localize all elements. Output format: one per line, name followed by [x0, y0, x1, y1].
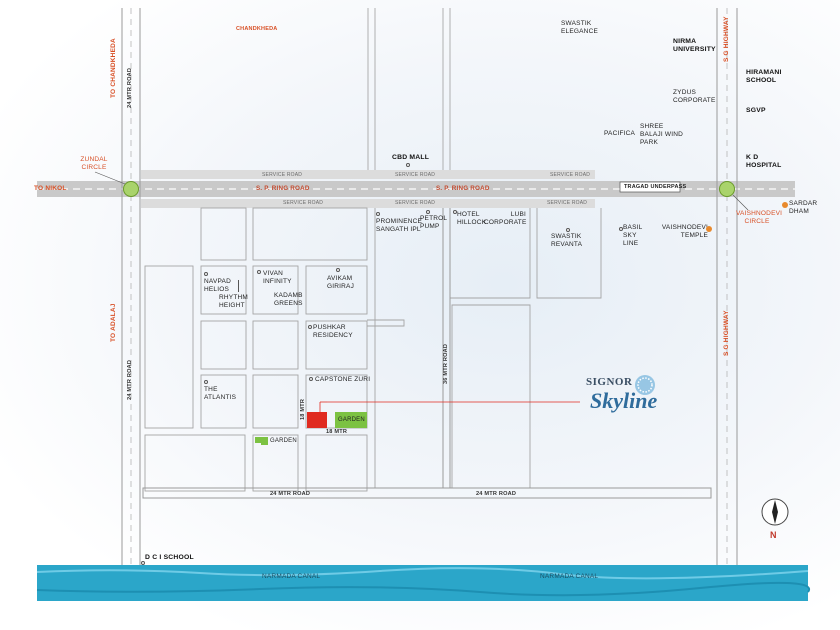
label-service-road: SERVICE ROAD [395, 200, 436, 206]
label-18-mtr: 18 MTR [326, 429, 348, 435]
landmark-marker [336, 268, 340, 272]
sg-highway [716, 8, 738, 565]
label-rhythm-height: RHYTHM HEIGHT [219, 294, 249, 310]
label-sp-ring-road: S. P. RING ROAD [436, 185, 490, 192]
road-24m-south [142, 487, 712, 499]
narmada-canal [36, 565, 811, 601]
city-blocks [144, 207, 602, 492]
label-narmada-canal-east: NARMADA CANAL [540, 573, 599, 580]
zundal-circle-marker [123, 181, 139, 197]
label-petrol-pump: PETROL PUMP [420, 215, 447, 231]
label-cbd-mall: CBD MALL [392, 154, 430, 161]
project-site-marker [307, 412, 327, 428]
label-sg-highway-south: S G HIGHWAY [723, 310, 730, 356]
label-24-mtr-road-west: 24 MTR ROAD [127, 359, 133, 400]
tragad-underpass-box [619, 181, 681, 193]
label-avikam-giriraj: AVIKAM GIRIRAJ [327, 275, 355, 291]
label-basil-sky-line: BASIL SKY LINE [623, 224, 643, 248]
label-to-chandkheda: TO CHANDKHEDA [110, 38, 117, 98]
label-nirma-university: NIRMA UNIVERSITY [673, 38, 716, 54]
label-kd-hospital: K D HOSPITAL [746, 154, 782, 170]
compass-north-label: N [770, 530, 777, 540]
label-tragad-underpass: TRAGAD UNDERPASS [624, 184, 687, 190]
label-zundal-circle: ZUNDAL CIRCLE [80, 156, 108, 172]
connector-line [238, 280, 239, 292]
label-sp-ring-road: S. P. RING ROAD [256, 185, 310, 192]
label-36-mtr-road: 36 MTR ROAD [443, 343, 449, 384]
label-dci-school: D C I SCHOOL [145, 554, 194, 561]
label-sg-highway-north: S G HIGHWAY [723, 16, 730, 62]
landmark-marker [309, 377, 313, 381]
label-service-road: SERVICE ROAD [547, 200, 588, 206]
road-24m-west [121, 8, 141, 565]
label-the-atlantis: THE ATLANTIS [204, 386, 237, 402]
label-chandkheda: CHANDKHEDA [236, 26, 278, 32]
label-pacifica: PACIFICA [604, 130, 636, 137]
label-hotel-hillock: HOTEL HILLOCK [457, 211, 487, 227]
label-to-nikol: TO NIKOL [34, 185, 67, 192]
landmark-marker [204, 380, 208, 384]
label-vivan-infinity: VIVAN INFINITY [263, 270, 292, 286]
label-vaishnodevi-temple: VAISHNODEVI TEMPLE [661, 224, 708, 240]
label-garden-east: GARDEN [338, 417, 365, 423]
label-24-mtr-road-south-2: 24 MTR ROAD [476, 491, 517, 497]
label-24-mtr-road-south: 24 MTR ROAD [270, 491, 311, 497]
label-swastik-elegance: SWASTIK ELEGANCE [561, 20, 599, 36]
compass-icon [761, 498, 789, 526]
landmark-marker [426, 210, 430, 214]
label-18-mtr-vertical: 18 MTR [300, 398, 306, 420]
landmark-marker [406, 163, 410, 167]
label-service-road: SERVICE ROAD [262, 172, 303, 178]
landmark-marker [257, 270, 261, 274]
road-36m [442, 208, 451, 488]
label-to-adalaj: TO ADALAJ [110, 303, 117, 342]
temple-marker [706, 226, 712, 232]
landmark-marker [204, 272, 208, 276]
label-kadamb-greens: KADAMB GREENS [274, 292, 303, 308]
label-vaishnodevi-circle: VAISHNODEVI CIRCLE [736, 210, 783, 226]
label-narmada-canal-west: NARMADA CANAL [262, 573, 321, 580]
label-shree-balaji-wind-park: SHREE BALAJI WIND PARK [640, 123, 684, 147]
label-service-road: SERVICE ROAD [550, 172, 591, 178]
brand-logo-mark [635, 375, 655, 395]
label-pushkar-residency: PUSHKAR RESIDENCY [313, 324, 353, 340]
landmark-marker [566, 228, 570, 232]
label-swastik-revanta: SWASTIK REVANTA [551, 233, 583, 249]
label-garden-west: GARDEN [270, 438, 297, 444]
brand-name-main: Skyline [590, 388, 658, 413]
label-sardar-dham: SARDAR DHAM [789, 200, 818, 216]
label-service-road: SERVICE ROAD [283, 200, 324, 206]
landmark-marker [376, 212, 380, 216]
label-zydus-corporate: ZYDUS CORPORATE [673, 89, 716, 105]
north-streets [367, 8, 451, 170]
brand-name-top: SIGNOR [586, 376, 633, 388]
service-road-south [141, 199, 595, 208]
label-24-mtr-road-north: 24 MTR ROAD [127, 67, 133, 108]
label-capstone-zuri: CAPSTONE ZURI [315, 376, 371, 383]
label-prominence-sangath: PROMINENCE SANGATH IPL [376, 218, 423, 234]
label-hiramani-school: HIRAMANI SCHOOL [746, 69, 782, 85]
landmark-marker [308, 325, 312, 329]
landmark-marker [141, 561, 145, 565]
sp-ring-road [37, 181, 795, 197]
sardar-dham-marker [782, 202, 788, 208]
label-service-road: SERVICE ROAD [395, 172, 436, 178]
landmark-marker [619, 227, 623, 231]
landmark-marker [453, 210, 457, 214]
garden-patch-west [255, 437, 268, 445]
vaishnodevi-circle-marker [719, 181, 735, 197]
garden-patch-east [335, 412, 367, 428]
label-lubi-corporate: LUBI CORPORATE [484, 211, 527, 227]
label-navpad-helios: NAVPAD HELIOS [204, 278, 231, 294]
label-sgvp: SGVP [746, 107, 766, 114]
service-road-north [141, 170, 595, 179]
